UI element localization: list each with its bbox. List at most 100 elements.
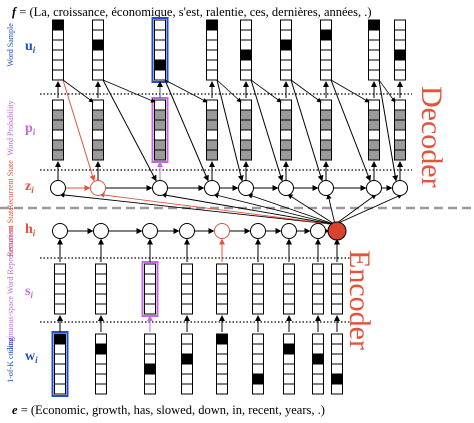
word-probability-vector-cell	[154, 129, 166, 141]
word-sample-vector-cell	[394, 49, 406, 61]
word-sample-vector-cell	[52, 29, 64, 41]
word-sample-vector-cell	[280, 59, 292, 71]
word-probability-vector-cell	[320, 139, 332, 151]
sample-to-next-prob-arrow	[62, 79, 94, 103]
decoder-layer	[50, 17, 408, 225]
context-summary-node	[327, 221, 347, 241]
one-of-k-vector-cell	[331, 353, 343, 365]
word-probability-vector-cell	[206, 139, 218, 151]
word-representation-vector-cell	[252, 303, 264, 315]
word-representation-vector-cell	[144, 303, 156, 315]
word-probability-vector-cell	[240, 149, 252, 161]
word-probability-vector-cell	[280, 129, 292, 141]
word-probability-vector-cell	[280, 149, 292, 161]
sample-to-next-prob-arrow	[250, 79, 282, 103]
word-probability-vector-cell	[240, 99, 252, 111]
word-sample-vector-cell	[154, 39, 166, 51]
sample-to-next-prob-arrow	[102, 79, 156, 103]
word-representation-vector-cell	[95, 293, 107, 305]
row-label-p: pi	[25, 121, 36, 137]
context-to-decoder-arrow	[334, 193, 403, 225]
word-probability-vector-cell	[92, 109, 104, 121]
one-of-k-vector-cell	[283, 343, 295, 355]
one-of-k-vector-cell	[181, 343, 193, 355]
one-of-k-vector-cell	[95, 383, 107, 395]
word-sample-vector-cell	[368, 39, 380, 51]
word-probability-vector-cell	[206, 109, 218, 121]
word-probability-vector-cell	[280, 139, 292, 151]
word-sample-vector-cell	[394, 39, 406, 51]
one-of-k-vector-cell	[283, 353, 295, 365]
one-of-k-vector-cell	[331, 373, 343, 385]
word-probability-vector-cell	[394, 139, 406, 151]
word-representation-vector	[331, 263, 343, 315]
word-sample-vector-cell	[52, 39, 64, 51]
decoder-state-node	[204, 180, 220, 196]
one-of-k-vector	[331, 333, 343, 395]
encoder-state-node	[214, 223, 230, 239]
one-of-k-vector-cell	[144, 353, 156, 365]
word-sample-vector-cell	[320, 49, 332, 61]
word-probability-vector-cell	[394, 149, 406, 161]
word-sample-vector	[394, 19, 406, 81]
word-sample-vector-cell	[92, 69, 104, 81]
one-of-k-vector-cell	[54, 373, 66, 385]
sample-to-next-prob-arrow	[216, 79, 242, 103]
word-probability-vector-cell	[320, 99, 332, 111]
target-sentence-label: f = (La, croissance, économique, s'est, …	[12, 5, 372, 19]
word-probability-vector-cell	[206, 149, 218, 161]
one-of-k-vector	[144, 333, 156, 395]
word-representation-vector-cell	[331, 293, 343, 305]
side-label-word-representation: Continuous-space Word Representation	[6, 227, 15, 354]
word-probability-vector	[92, 99, 104, 161]
word-sample-vector-cell	[154, 69, 166, 81]
word-representation-vector-cell	[95, 263, 107, 275]
word-representation-vector-cell	[252, 283, 264, 295]
one-of-k-vector-cell	[181, 383, 193, 395]
one-of-k-vector-cell	[216, 363, 228, 375]
word-representation-vector	[95, 263, 107, 315]
word-representation-vector	[312, 263, 324, 315]
word-probability-vector	[52, 99, 64, 161]
word-representation-vector	[252, 263, 264, 315]
sample-feedback-arrow	[216, 79, 244, 182]
word-probability-vector-cell	[52, 119, 64, 131]
word-sample-vector	[52, 19, 64, 81]
one-of-k-vector-cell	[95, 343, 107, 355]
word-sample-vector-cell	[206, 39, 218, 51]
row-labels: ui pi zi hi si wi	[25, 39, 38, 365]
word-sample-vector-cell	[394, 59, 406, 71]
one-of-k-vector-cell	[144, 373, 156, 385]
word-sample-vector-cell	[154, 19, 166, 31]
word-sample-vector-cell	[280, 39, 292, 51]
word-probability-vector-cell	[320, 119, 332, 131]
one-of-k-vector	[181, 333, 193, 395]
row-label-w: wi	[25, 349, 38, 365]
one-of-k-vector-cell	[252, 363, 264, 375]
word-probability-vector-cell	[368, 119, 380, 131]
word-representation-vector-cell	[54, 273, 66, 285]
encoder-state-node	[281, 223, 297, 239]
word-sample-vector-cell	[206, 19, 218, 31]
word-probability-vector-cell	[240, 139, 252, 151]
word-probability-vector-cell	[154, 139, 166, 151]
word-sample-vector-cell	[240, 49, 252, 61]
word-sample-vector-cell	[240, 69, 252, 81]
one-of-k-vector-cell	[283, 363, 295, 375]
one-of-k-vector-cell	[312, 373, 324, 385]
one-of-k-vector-cell	[144, 343, 156, 355]
side-label-encoder-state: Recurrent State	[6, 207, 15, 257]
word-sample-vector-cell	[280, 29, 292, 41]
one-of-k-vector-cell	[252, 373, 264, 385]
one-of-k-vector-cell	[95, 333, 107, 345]
word-sample-vector-cell	[92, 59, 104, 71]
word-sample-vector-cell	[280, 19, 292, 31]
word-representation-vector-cell	[54, 283, 66, 295]
source-sentence-symbol: e	[12, 403, 18, 417]
word-sample-vector-cell	[320, 29, 332, 41]
one-of-k-vector-cell	[283, 333, 295, 345]
context-to-decoder-arrow	[213, 192, 336, 225]
side-label-word-probability: Word Probability	[6, 100, 15, 155]
word-probability-vector-cell	[320, 129, 332, 141]
word-representation-vector-cell	[54, 303, 66, 315]
